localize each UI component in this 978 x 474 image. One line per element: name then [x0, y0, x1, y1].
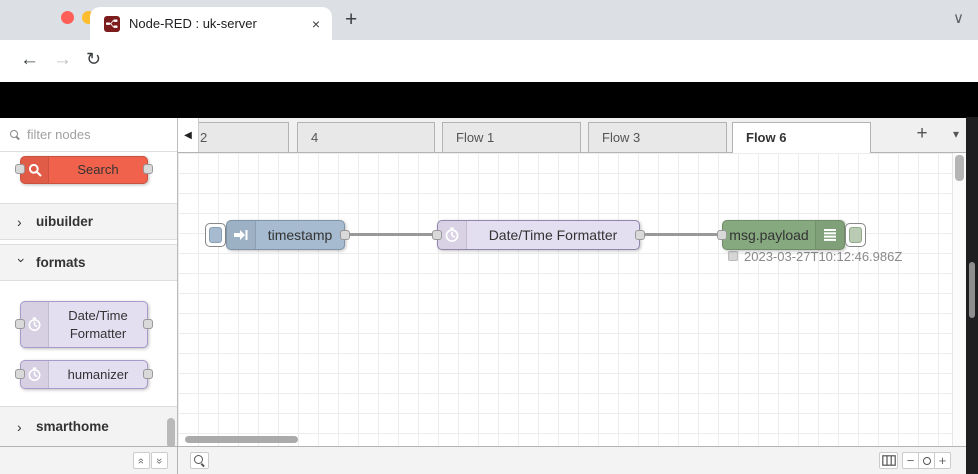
navigator-map-button[interactable] [879, 452, 898, 469]
chevron-right-icon: › [17, 418, 22, 435]
input-port[interactable] [15, 318, 25, 329]
flow-tab-label: 4 [311, 130, 319, 145]
category-label: uibuilder [36, 214, 93, 229]
wire[interactable] [638, 233, 727, 236]
canvas-vertical-scrollbar-thumb[interactable] [955, 155, 964, 181]
palette-node-label-line2: Formatter [69, 325, 127, 341]
flow-tab-label: Flow 3 [602, 130, 641, 145]
canvas-horizontal-scrollbar-thumb[interactable] [185, 436, 298, 443]
zoom-in-button[interactable]: + [934, 452, 951, 469]
flow-tab[interactable]: Flow 1 [442, 122, 581, 153]
flow-tab-active[interactable]: Flow 6 [732, 122, 871, 153]
palette-category-formats[interactable]: › formats [0, 244, 177, 281]
forward-button[interactable]: → [53, 49, 72, 70]
flow-tab-label: 2 [200, 130, 208, 145]
output-port[interactable] [143, 164, 153, 174]
tab-scroll-left-button[interactable]: ◀ [178, 118, 199, 152]
reload-button[interactable]: ↻ [86, 49, 102, 69]
category-label: formats [36, 255, 86, 270]
flow-tab[interactable]: Flow 3 [588, 122, 727, 153]
expand-all-categories-button[interactable]: » [151, 452, 168, 469]
input-port[interactable] [15, 164, 25, 174]
node-red-favicon [104, 15, 120, 32]
output-port[interactable] [143, 318, 153, 329]
back-button[interactable]: ← [20, 49, 39, 70]
input-port[interactable] [432, 230, 442, 240]
flow-tab[interactable]: 2 [186, 122, 289, 153]
flow-canvas[interactable] [178, 153, 966, 446]
palette-filter-input[interactable] [27, 127, 157, 142]
timer-icon [438, 221, 467, 249]
node-datetime-formatter[interactable]: Date/Time Formatter [432, 220, 645, 250]
node-label: msg.payload [729, 227, 809, 243]
zoom-reset-button[interactable] [918, 452, 935, 469]
palette-node-label: Search [77, 162, 119, 178]
chevron-down-icon: › [14, 257, 30, 263]
double-chevron-up-icon: » [135, 457, 148, 464]
inject-arrow-icon [227, 221, 256, 249]
timer-icon [21, 361, 49, 388]
search-icon [194, 455, 205, 466]
browser-tab[interactable]: Node-RED : uk-server × [90, 7, 332, 40]
canvas-vertical-scrollbar-track [952, 153, 966, 446]
search-flows-button[interactable] [190, 452, 209, 469]
node-status-text: 2023-03-27T10:12:46.986Z [744, 249, 903, 264]
node-status-dot [728, 251, 738, 261]
tab-close-icon[interactable]: × [311, 15, 320, 32]
output-port[interactable] [340, 230, 350, 240]
output-port[interactable] [143, 368, 153, 379]
palette-scrollbar-thumb[interactable] [167, 418, 175, 448]
palette-sidebar: Search › uibuilder › formats Date/Time F… [0, 118, 178, 448]
node-label: timestamp [267, 227, 333, 243]
search-icon [10, 129, 20, 140]
palette-node-datetime-formatter[interactable]: Date/Time Formatter [15, 301, 153, 348]
browser-toolbar: ← → ↻ Not Secure | uk-server :2718/#flow… [0, 40, 978, 115]
tab-search-chevron-icon[interactable]: ∨ [953, 10, 964, 27]
node-red-header: Node-RED Deploy ▾ [0, 82, 978, 196]
zoom-reset-icon [922, 456, 931, 465]
flow-tab[interactable]: 4 [297, 122, 435, 153]
new-tab-button[interactable]: + [345, 8, 358, 31]
node-inject-timestamp[interactable]: timestamp [226, 220, 350, 250]
window-scrollbar-thumb[interactable] [969, 262, 975, 318]
magnifier-icon [21, 157, 49, 183]
node-label: Date/Time Formatter [488, 227, 618, 243]
tab-list-caret-icon[interactable]: ▾ [952, 127, 960, 141]
double-chevron-down-icon: » [153, 457, 166, 464]
footer-divider [177, 447, 178, 474]
inject-trigger-button[interactable] [205, 223, 226, 247]
palette-node-label: humanizer [67, 366, 129, 382]
browser-tab-title: Node-RED : uk-server [129, 16, 257, 31]
input-port[interactable] [717, 230, 727, 240]
palette-node-search[interactable]: Search [15, 156, 153, 184]
flow-tab-label: Flow 6 [746, 130, 787, 145]
flow-tab-bar: 2 ◀ 4 Flow 1 Flow 3 Flow 6 + ▾ [178, 118, 966, 153]
output-port[interactable] [635, 230, 645, 240]
add-flow-button[interactable]: + [916, 123, 928, 144]
editor-footer: » » − + [0, 446, 966, 474]
palette-filter-row [0, 118, 177, 152]
category-label: smarthome [36, 419, 109, 434]
browser-tab-strip: Node-RED : uk-server × + ∨ [0, 0, 978, 40]
close-window-button[interactable] [61, 11, 74, 24]
node-debug-msg-payload[interactable]: msg.payload [717, 220, 845, 250]
map-icon [881, 455, 896, 466]
debug-list-icon [815, 221, 844, 249]
flow-tab-label: Flow 1 [456, 130, 495, 145]
collapse-all-categories-button[interactable]: » [133, 452, 150, 469]
debug-toggle-button[interactable] [845, 223, 866, 247]
wire[interactable] [349, 233, 441, 236]
palette-category-smarthome[interactable]: › smarthome [0, 406, 177, 446]
input-port[interactable] [15, 368, 25, 379]
palette-node-humanizer[interactable]: humanizer [15, 360, 153, 389]
palette-node-label-line1: Date/Time [68, 307, 128, 323]
palette-category-uibuilder[interactable]: › uibuilder [0, 203, 177, 240]
chevron-right-icon: › [17, 213, 22, 230]
timer-icon [21, 302, 49, 347]
zoom-out-button[interactable]: − [902, 452, 919, 469]
